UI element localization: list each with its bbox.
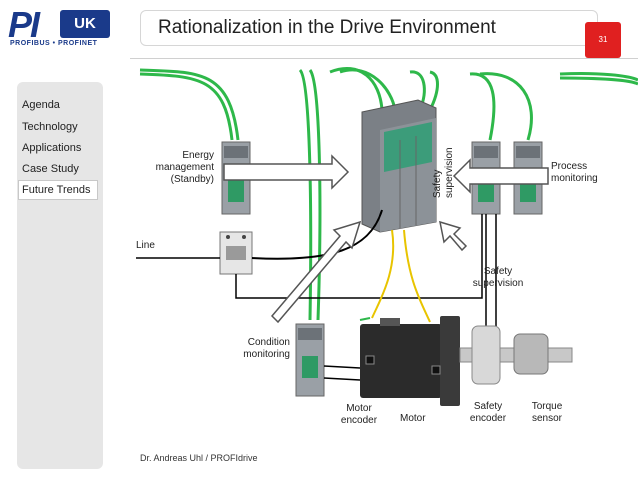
sidebar-item-agenda[interactable]: Agenda — [22, 99, 60, 111]
sidebar-item-technology[interactable]: Technology — [22, 121, 78, 133]
contactor — [219, 231, 253, 275]
sidebar-item-applications[interactable]: Applications — [22, 142, 82, 154]
header-divider — [130, 58, 638, 59]
footer-author: Dr. Andreas Uhl / PROFIdrive — [140, 453, 258, 463]
condition-monitoring-label: Condition monitoring — [243, 337, 290, 360]
condition-module — [295, 323, 325, 397]
wiring — [136, 209, 497, 381]
title-bar — [140, 10, 598, 46]
sidebar-item-case-study[interactable]: Case Study — [22, 163, 79, 175]
sidebar-active-highlight — [18, 180, 98, 200]
logo-pi-text: PI — [8, 4, 40, 45]
sidebar-item-future-trends[interactable]: Future Trends — [22, 184, 91, 196]
hollow-arrows — [223, 154, 549, 324]
motor-label: Motor — [400, 413, 426, 424]
process-monitoring-label: Process monitoring — [551, 161, 598, 184]
safety-supervision-vertical-label: Safety supervision — [432, 147, 455, 198]
safety-supervision-label: Safety supervision — [472, 266, 524, 289]
logo-subtitle: PROFIBUS • PROFINET — [10, 40, 98, 47]
slide-title: Rationalization in the Drive Environment — [158, 17, 496, 38]
motor — [360, 316, 460, 406]
sidebar — [17, 82, 103, 469]
motor-encoder-label: Motor encoder — [340, 403, 378, 426]
line-label: Line — [136, 240, 155, 251]
safety-encoder-label: Safety encoder — [469, 401, 507, 424]
slide-number: 31 — [585, 22, 621, 58]
logo-uk-badge: UK — [60, 10, 110, 38]
torque-sensor-label: Torque sensor — [531, 401, 563, 424]
energy-management-label: Energy management (Standby) — [155, 150, 214, 185]
drive-unit — [361, 99, 437, 233]
shaft-assembly — [459, 325, 573, 385]
